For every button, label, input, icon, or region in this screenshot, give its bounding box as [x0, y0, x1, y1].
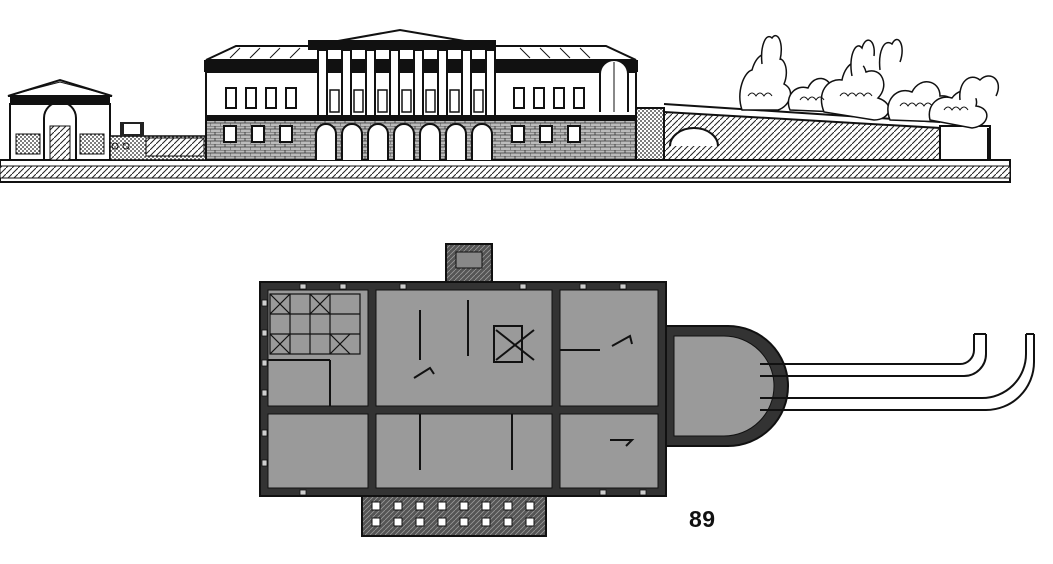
terrace-wall: [635, 103, 991, 161]
plan-terrace-arms: [760, 333, 1035, 411]
trees: [739, 35, 1000, 129]
left-pavilion: [7, 78, 113, 161]
plan-partitions: [268, 300, 635, 470]
plan-portico-columns: [371, 501, 535, 527]
facade-elevation: [0, 28, 1011, 183]
ground-line: [0, 159, 1011, 183]
plan-wall-piers: [261, 283, 647, 496]
garden-wall-left: [109, 122, 207, 161]
plan-portico: [361, 493, 547, 537]
tree-foliage-texture: [747, 92, 969, 111]
plan-rooms: [267, 289, 659, 489]
plan-staircase: [269, 293, 361, 355]
plan-rotunda: [665, 325, 789, 447]
page-number: 89: [689, 506, 716, 532]
floor-plan: [259, 243, 1035, 537]
main-building: [204, 28, 638, 161]
